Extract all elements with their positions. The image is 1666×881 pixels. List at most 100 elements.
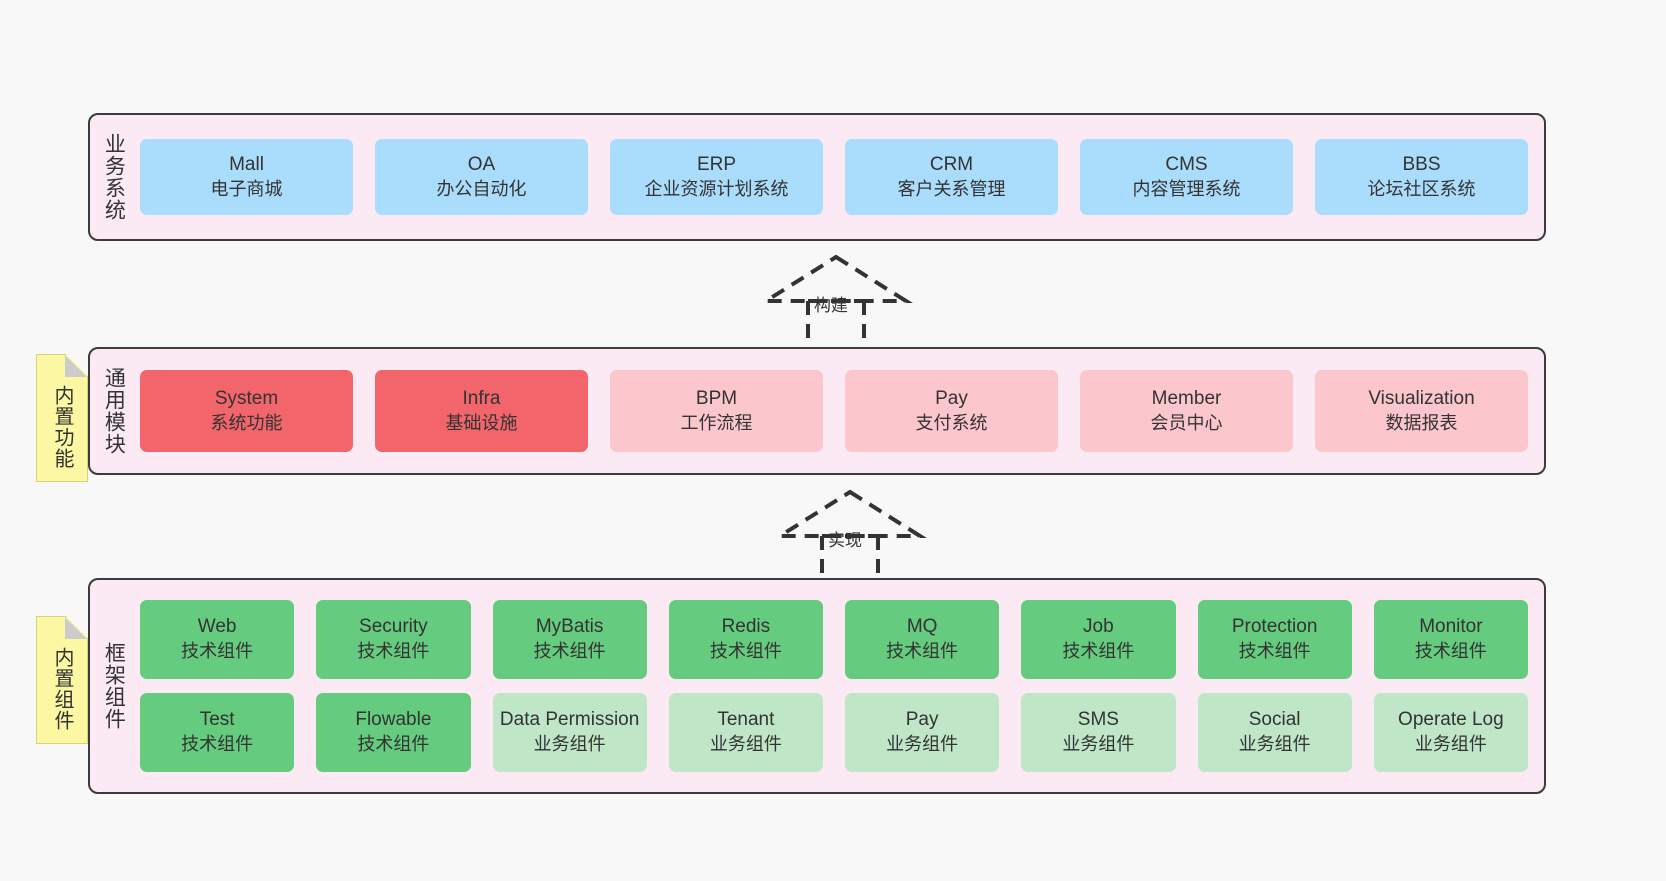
box-desc: 办公自动化 (436, 178, 527, 199)
box-name: Test (199, 709, 235, 731)
box-name: ERP (696, 153, 737, 175)
common-module-bpm[interactable]: BPM 工作流程 (610, 370, 823, 452)
arrow-build-label: 构建 (814, 296, 848, 315)
business-system-cms[interactable]: CMS 内容管理系统 (1080, 139, 1293, 215)
box-desc: 业务组件 (886, 734, 959, 755)
box-name: System (214, 387, 279, 409)
framework-component-operate-log[interactable]: Operate Log 业务组件 (1373, 693, 1528, 772)
box-desc: 技术组件 (533, 641, 606, 662)
box-name: Flowable (355, 709, 432, 731)
box-desc: 技术组件 (1238, 641, 1311, 662)
framework-component-mq[interactable]: MQ 技术组件 (845, 600, 1000, 679)
box-desc: 技术组件 (357, 734, 430, 755)
note-builtin-function-label: 内置功能 (51, 385, 73, 469)
arrow-build: 构建 (746, 254, 926, 345)
framework-component-flowable[interactable]: Flowable 技术组件 (316, 693, 471, 772)
framework-component-protection[interactable]: Protection 技术组件 (1197, 600, 1352, 679)
box-desc: 基础设施 (445, 412, 518, 433)
common-module-member[interactable]: Member 会员中心 (1080, 370, 1293, 452)
layer-title-framework-components: 框架组件 (102, 642, 126, 730)
note-builtin-component: 内置组件 (36, 616, 88, 744)
box-name: BPM (695, 387, 738, 409)
box-desc: 内容管理系统 (1132, 178, 1241, 199)
box-name: Infra (462, 387, 501, 409)
box-name: Redis (721, 616, 771, 638)
note-builtin-function: 内置功能 (36, 354, 88, 482)
layer-title-common-modules: 通用模块 (102, 367, 126, 455)
framework-component-pay[interactable]: Pay 业务组件 (845, 693, 1000, 772)
box-name: Operate Log (1398, 709, 1504, 731)
box-desc: 企业资源计划系统 (644, 178, 789, 199)
box-name: Protection (1231, 616, 1318, 638)
box-name: OA (467, 153, 496, 175)
box-name: SMS (1077, 709, 1119, 731)
framework-component-monitor[interactable]: Monitor 技术组件 (1373, 600, 1528, 679)
box-desc: 会员中心 (1150, 412, 1223, 433)
box-name: Job (1083, 616, 1114, 638)
framework-component-web[interactable]: Web 技术组件 (140, 600, 295, 679)
box-desc: 业务组件 (1238, 734, 1311, 755)
note-fold-corner-icon (65, 355, 87, 377)
layer-business-systems: 业务系统 Mall 电子商城 OA 办公自动化 ERP 企业资源计划系统 CRM 客户关系管理… (88, 113, 1546, 241)
box-name: Member (1151, 387, 1222, 409)
business-system-crm[interactable]: CRM 客户关系管理 (845, 139, 1058, 215)
box-desc: 业务组件 (533, 734, 606, 755)
box-name: BBS (1402, 153, 1441, 175)
common-module-system[interactable]: System 系统功能 (140, 370, 353, 452)
framework-component-job[interactable]: Job 技术组件 (1021, 600, 1176, 679)
business-system-erp[interactable]: ERP 企业资源计划系统 (610, 139, 823, 215)
box-desc: 技术组件 (1062, 641, 1135, 662)
box-name: CMS (1165, 153, 1208, 175)
box-desc: 工作流程 (680, 412, 753, 433)
box-name: Monitor (1419, 616, 1483, 638)
business-system-mall[interactable]: Mall 电子商城 (140, 139, 353, 215)
box-name: Social (1248, 709, 1301, 731)
box-desc: 系统功能 (210, 412, 283, 433)
box-desc: 客户关系管理 (897, 178, 1006, 199)
box-name: MyBatis (535, 616, 604, 638)
box-desc: 数据报表 (1385, 412, 1458, 433)
box-desc: 技术组件 (1414, 641, 1487, 662)
framework-component-mybatis[interactable]: MyBatis 技术组件 (492, 600, 647, 679)
framework-component-social[interactable]: Social 业务组件 (1197, 693, 1352, 772)
box-name: MQ (906, 616, 938, 638)
box-name: Visualization (1368, 387, 1475, 409)
box-name: Pay (905, 709, 939, 731)
box-desc: 技术组件 (709, 641, 782, 662)
arrow-implement-label: 实现 (828, 531, 862, 550)
box-name: Web (197, 616, 237, 638)
box-desc: 支付系统 (915, 412, 988, 433)
layer-title-business-systems: 业务系统 (102, 133, 126, 221)
framework-component-redis[interactable]: Redis 技术组件 (668, 600, 823, 679)
box-name: CRM (929, 153, 974, 175)
box-desc: 业务组件 (1414, 734, 1487, 755)
common-module-visualization[interactable]: Visualization 数据报表 (1315, 370, 1528, 452)
note-fold-corner-icon (65, 617, 87, 639)
common-module-infra[interactable]: Infra 基础设施 (375, 370, 588, 452)
box-name: Mall (229, 153, 264, 175)
note-builtin-component-label: 内置组件 (51, 647, 73, 731)
framework-component-data-permission[interactable]: Data Permission 业务组件 (492, 693, 647, 772)
arrow-implement: 实现 (760, 489, 940, 580)
box-desc: 技术组件 (181, 641, 254, 662)
layer-body-business-systems: Mall 电子商城 OA 办公自动化 ERP 企业资源计划系统 CRM 客户关系管理 CMS 内容… (136, 115, 1544, 239)
box-name: Data Permission (499, 709, 640, 731)
box-desc: 技术组件 (886, 641, 959, 662)
box-desc: 电子商城 (210, 178, 283, 199)
box-name: Security (359, 616, 428, 638)
box-desc: 业务组件 (709, 734, 782, 755)
business-system-oa[interactable]: OA 办公自动化 (375, 139, 588, 215)
